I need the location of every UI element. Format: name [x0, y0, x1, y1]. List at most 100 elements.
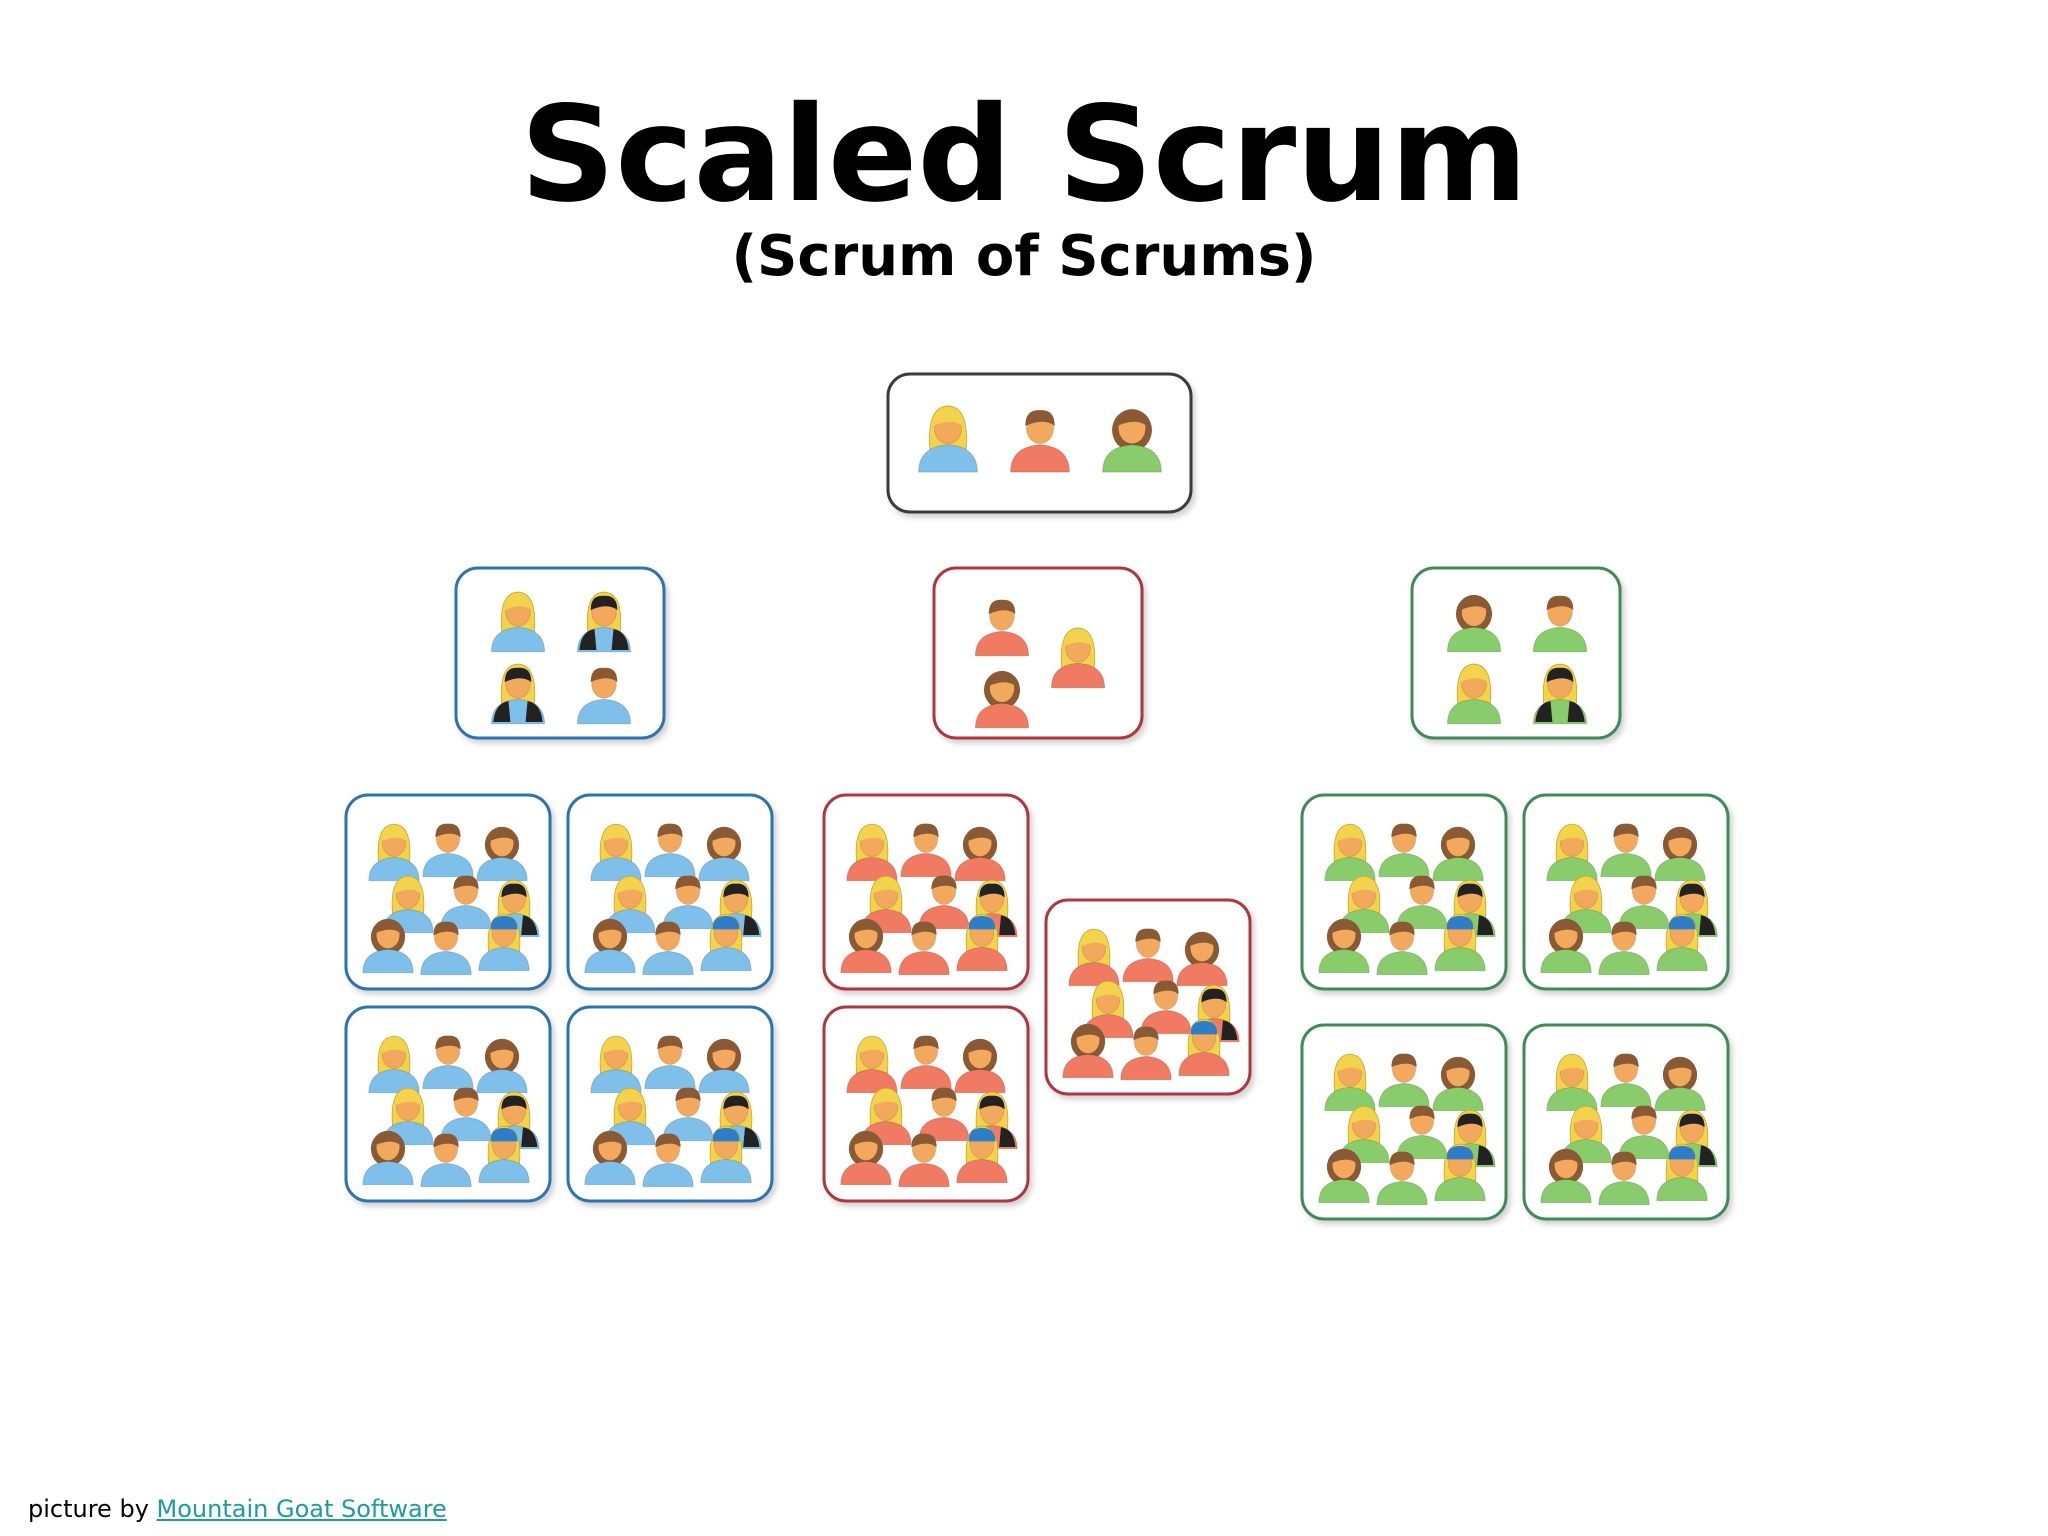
team-member-icon	[1010, 410, 1070, 473]
team-member-icon	[974, 670, 1030, 729]
team-member-icon	[1654, 1056, 1706, 1112]
team-member-icon	[1120, 1026, 1172, 1081]
team-member-icon	[1546, 823, 1598, 882]
team-member-icon	[918, 405, 978, 473]
team-member-icon	[1378, 1053, 1430, 1108]
team-member-icon	[1432, 826, 1484, 882]
team-member-icon	[422, 1035, 474, 1090]
blue-team-box-2	[566, 793, 774, 991]
team-member-icon	[1324, 823, 1376, 882]
team-member-icon	[1598, 921, 1650, 976]
green-scrum-of-scrums-box	[1410, 566, 1622, 740]
red-scrum-of-scrums-box-border	[932, 566, 1144, 740]
team-member-icon	[1068, 928, 1120, 987]
team-member-icon	[1600, 1053, 1652, 1108]
team-member-icon	[642, 1133, 694, 1188]
green-scrum-of-scrums-box-border	[1410, 566, 1622, 740]
team-member-icon	[840, 1130, 892, 1186]
team-member-icon	[1532, 595, 1588, 653]
team-member-icon	[1434, 1143, 1486, 1202]
team-member-icon	[954, 826, 1006, 882]
team-member-icon	[368, 823, 420, 882]
team-member-icon	[1656, 1143, 1708, 1202]
team-member-icon	[604, 1087, 656, 1146]
team-member-icon	[590, 823, 642, 882]
team-member-icon	[584, 1130, 636, 1186]
team-member-icon	[440, 875, 492, 930]
red-team-box-1	[822, 793, 1030, 991]
team-member-icon	[700, 1125, 752, 1184]
team-member-icon	[644, 823, 696, 878]
team-member-icon	[576, 591, 632, 653]
team-member-icon	[420, 921, 472, 976]
team-member-icon	[918, 875, 970, 930]
blue-team-box-4	[566, 1005, 774, 1203]
team-member-icon	[644, 1035, 696, 1090]
team-member-icon	[1178, 1018, 1230, 1077]
team-member-icon	[420, 1133, 472, 1188]
team-member-icon	[956, 913, 1008, 972]
team-member-icon	[1560, 875, 1612, 934]
team-member-icon	[1540, 918, 1592, 974]
team-member-icon	[362, 918, 414, 974]
team-member-icon	[490, 663, 546, 725]
team-member-icon	[1318, 918, 1370, 974]
page-subtitle: (Scrum of Scrums)	[731, 224, 1317, 289]
team-member-icon	[662, 875, 714, 930]
team-member-icon	[900, 823, 952, 878]
red-team-box-3	[1044, 898, 1252, 1096]
team-member-icon	[476, 826, 528, 882]
credit-prefix: picture by	[28, 1495, 149, 1523]
red-team-box-2	[822, 1005, 1030, 1203]
team-member-icon	[576, 667, 632, 725]
team-member-icon	[1050, 627, 1106, 689]
team-member-icon	[1654, 826, 1706, 882]
team-member-icon	[1176, 931, 1228, 987]
team-member-icon	[1540, 1148, 1592, 1204]
team-member-icon	[840, 918, 892, 974]
team-member-icon	[1376, 1151, 1428, 1206]
team-member-icon	[1324, 1053, 1376, 1112]
blue-scrum-of-scrums-box	[454, 566, 666, 740]
team-member-icon	[846, 1035, 898, 1094]
blue-scrum-of-scrums-box-border	[454, 566, 666, 740]
page-title: Scaled Scrum	[520, 78, 1528, 232]
team-member-icon	[846, 823, 898, 882]
team-member-icon	[440, 1087, 492, 1142]
team-member-icon	[698, 826, 750, 882]
team-member-icon	[1432, 1056, 1484, 1112]
team-member-icon	[1446, 663, 1502, 725]
team-member-icon	[1122, 928, 1174, 983]
team-member-icon	[918, 1087, 970, 1142]
team-member-icon	[478, 1125, 530, 1184]
team-member-icon	[900, 1035, 952, 1090]
team-member-icon	[590, 1035, 642, 1094]
team-member-icon	[584, 918, 636, 974]
team-member-icon	[1434, 913, 1486, 972]
team-member-icon	[662, 1087, 714, 1142]
team-member-icon	[642, 921, 694, 976]
blue-team-box-1	[344, 793, 552, 991]
team-member-icon	[478, 913, 530, 972]
team-member-icon	[974, 599, 1030, 657]
team-member-icon	[1532, 663, 1588, 725]
picture-credit: picture by Mountain Goat Software	[28, 1494, 447, 1524]
team-member-icon	[698, 1038, 750, 1094]
team-member-icon	[382, 1087, 434, 1146]
green-team-box-1	[1300, 793, 1508, 991]
team-member-icon	[1102, 409, 1162, 473]
team-member-icon	[368, 1035, 420, 1094]
team-member-icon	[700, 913, 752, 972]
team-member-icon	[422, 823, 474, 878]
team-member-icon	[1062, 1023, 1114, 1079]
team-member-icon	[1598, 1151, 1650, 1206]
team-member-icon	[362, 1130, 414, 1186]
red-scrum-of-scrums-box	[932, 566, 1144, 740]
mountain-goat-software-link[interactable]: Mountain Goat Software	[156, 1495, 447, 1523]
team-member-icon	[1396, 1105, 1448, 1160]
team-member-icon	[1318, 1148, 1370, 1204]
team-member-icon	[956, 1125, 1008, 1184]
team-member-icon	[860, 1087, 912, 1146]
team-member-icon	[476, 1038, 528, 1094]
team-member-icon	[1140, 980, 1192, 1035]
